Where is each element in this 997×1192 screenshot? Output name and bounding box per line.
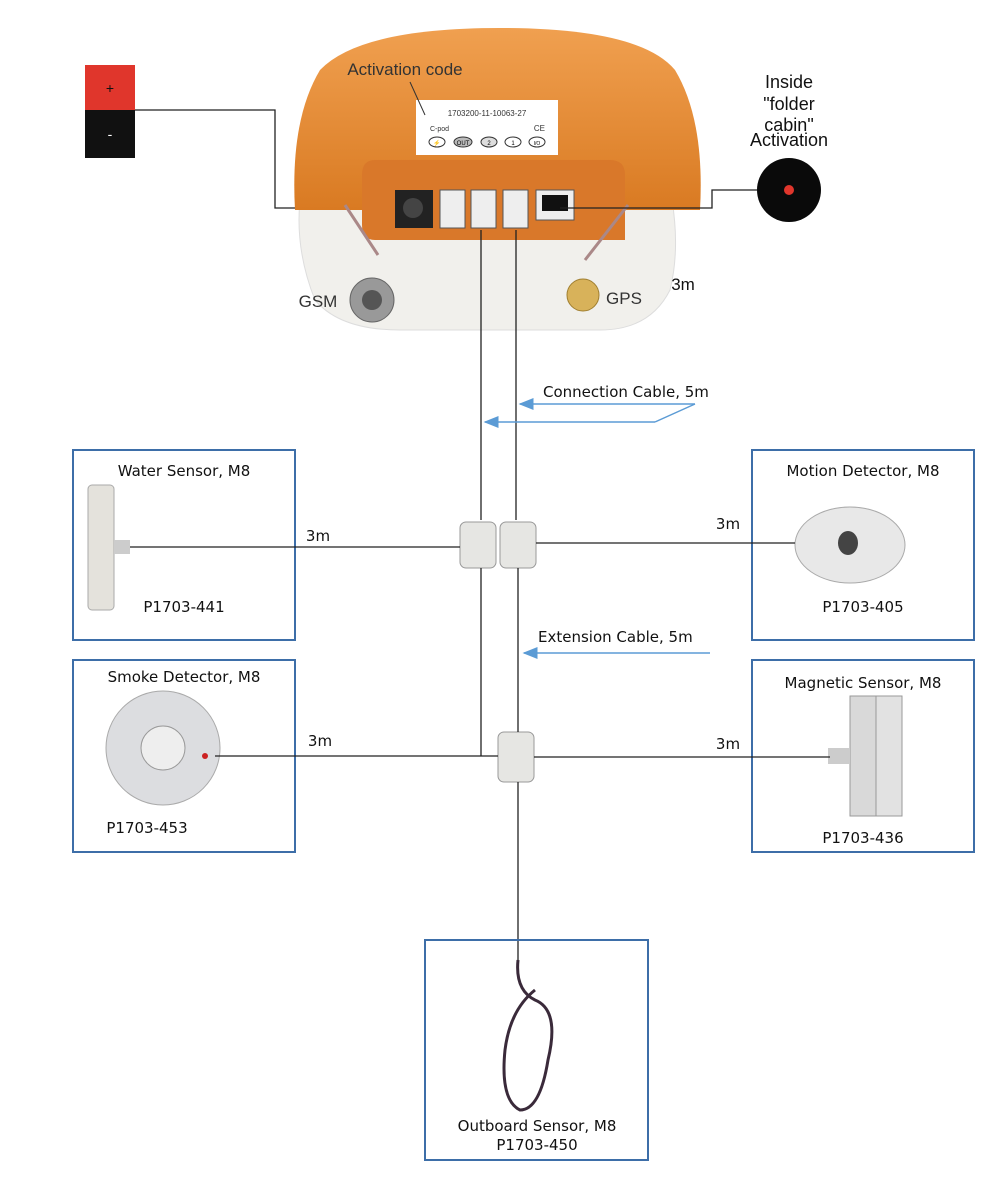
usb-port-1 (439, 189, 466, 229)
smoke-detector-title: Smoke Detector, M8 (108, 668, 261, 686)
activation-label: Inside "folder cabin" Activation (750, 72, 828, 150)
water-sensor-box (72, 449, 296, 641)
smoke-detector-icon (105, 690, 221, 806)
extension-cable-label: Extension Cable, 5m (538, 628, 693, 646)
battery-icon: + - (85, 65, 135, 158)
svg-text:⚡: ⚡ (433, 139, 440, 147)
outboard-sensor-icon (502, 959, 554, 1112)
outboard-sensor-title: Outboard Sensor, M8 (458, 1117, 617, 1135)
magnetic-sensor-icon (828, 695, 903, 817)
svg-text:"folder: "folder (763, 94, 814, 114)
svg-text:1: 1 (511, 141, 515, 147)
water-sensor-title: Water Sensor, M8 (118, 462, 251, 480)
outboard-sensor-part: P1703-450 (496, 1136, 577, 1154)
motion-detector-title: Motion Detector, M8 (786, 462, 939, 480)
motion-detector-length: 3m (716, 515, 740, 533)
splitter-1 (459, 521, 497, 569)
water-sensor-icon (87, 484, 130, 611)
svg-text:OUT: OUT (457, 141, 470, 147)
motion-detector-part: P1703-405 (822, 598, 903, 616)
motion-detector-box (751, 449, 975, 641)
usb-port-3 (502, 189, 529, 229)
magnetic-sensor-part: P1703-436 (822, 829, 903, 847)
water-sensor-part: P1703-441 (143, 598, 224, 616)
antenna-length-label: 3m (671, 275, 695, 294)
gsm-label: GSM (299, 292, 338, 311)
splitter-3 (497, 731, 535, 783)
magnetic-sensor-length: 3m (716, 735, 740, 753)
sticker-port-icons: ⚡ OUT 2 1 I/O (428, 136, 546, 148)
smoke-detector-length: 3m (308, 732, 332, 750)
smoke-detector-part: P1703-453 (106, 819, 187, 837)
gps-connector (566, 278, 600, 312)
svg-text:Activation: Activation (750, 130, 828, 150)
gps-label: GPS (606, 289, 642, 308)
svg-text:2: 2 (487, 141, 491, 147)
outboard-sensor-box (424, 939, 649, 1161)
svg-text:cabin": cabin" (764, 115, 813, 135)
activation-wire (560, 189, 757, 209)
splitter-2 (499, 521, 537, 569)
battery-plus: + (106, 80, 114, 96)
magnetic-sensor-box (751, 659, 975, 853)
sticker-code: 1703200-11-10063-27 (448, 109, 527, 118)
sticker-model: C-pod (430, 126, 449, 133)
battery-minus: - (108, 126, 113, 142)
svg-text:I/O: I/O (534, 141, 541, 147)
connection-cable-label: Connection Cable, 5m (543, 383, 709, 401)
water-sensor-length: 3m (306, 527, 330, 545)
sticker-ce: CE (534, 124, 545, 133)
svg-text:Inside: Inside (765, 72, 813, 92)
magnetic-sensor-title: Magnetic Sensor, M8 (785, 674, 942, 692)
usb-port-2 (470, 189, 497, 229)
motion-detector-icon (794, 506, 906, 584)
c-pod-device: 1703200-11-10063-27 C-pod CE ⚡ OUT 2 1 I… (294, 28, 701, 331)
activation-code-label: Activation code (347, 60, 462, 79)
